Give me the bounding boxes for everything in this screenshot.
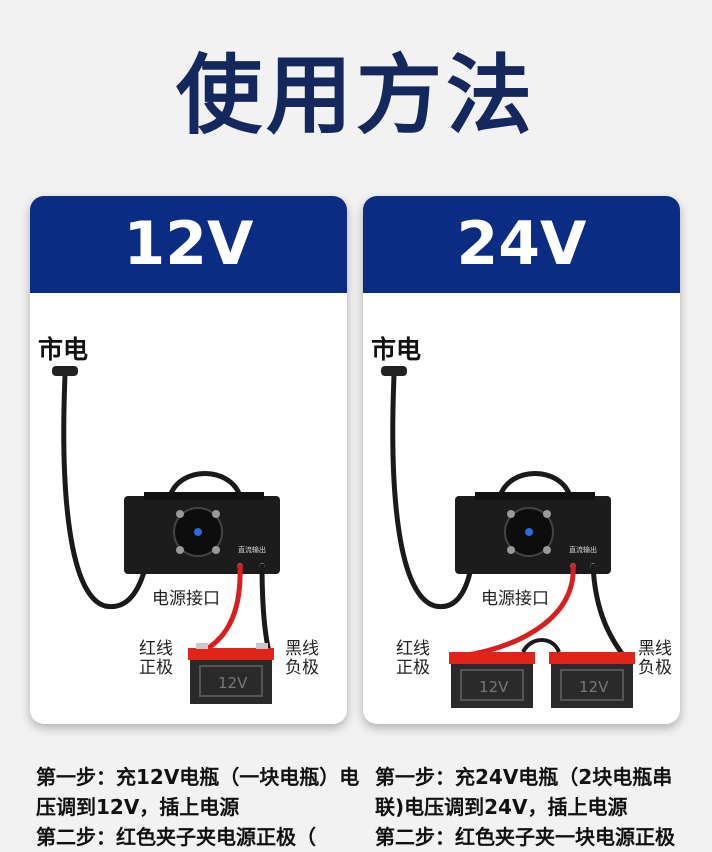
step-1: 第一步：充24V电瓶（2块电瓶串联)电压调到24V，插上电源 bbox=[375, 765, 673, 819]
red-wire bbox=[196, 563, 243, 657]
panel-24v: 24V 市电 直流输出 12V 12V 电源接口 红线正极 黑线负极 bbox=[363, 196, 680, 724]
series-link-cable bbox=[521, 638, 561, 654]
mains-label: 市电 bbox=[38, 335, 89, 364]
red-wire-label: 红线正极 bbox=[139, 639, 173, 678]
plug-icon bbox=[381, 366, 407, 376]
port-label: 电源接口 bbox=[481, 589, 549, 609]
red-wire-label: 红线正极 bbox=[396, 639, 430, 678]
battery-top bbox=[188, 648, 274, 660]
steps-12v: 第一步：充12V电瓶（一块电瓶）电压调到12V，插上电源 第二步：红色夹子夹电源… bbox=[36, 762, 360, 852]
battery-top bbox=[549, 652, 635, 664]
panel-header-12v: 12V bbox=[30, 196, 347, 293]
mains-cable bbox=[390, 375, 476, 610]
battery-marking: 12V bbox=[579, 678, 609, 696]
page-title: 使用方法 bbox=[176, 46, 536, 146]
wiring-diagram-12v: 直流输出 12V bbox=[52, 366, 280, 704]
step-1: 第一步：充12V电瓶（一块电瓶）电压调到12V，插上电源 bbox=[36, 765, 360, 819]
device-output-label: 直流输出 bbox=[569, 545, 597, 554]
device-output-label: 直流输出 bbox=[238, 545, 266, 554]
black-wire-label: 黑线负极 bbox=[285, 639, 319, 678]
panel-12v: 12V 市电 直流输出 12V 电源接口 红线正极 黑线负极 bbox=[30, 196, 347, 724]
mains-cable bbox=[61, 375, 151, 610]
battery-marking: 12V bbox=[479, 678, 509, 696]
battery-top bbox=[449, 652, 535, 664]
wiring-diagram-24v: 直流输出 12V 12V bbox=[381, 366, 635, 708]
battery-marking: 12V bbox=[218, 674, 248, 692]
black-wire bbox=[259, 563, 273, 657]
panel-header-24v: 24V bbox=[363, 196, 680, 293]
black-wire-label: 黑线负极 bbox=[638, 639, 672, 678]
plug-icon bbox=[52, 366, 78, 376]
steps-24v: 第一步：充24V电瓶（2块电瓶串联)电压调到24V，插上电源 第二步：红色夹子夹… bbox=[375, 762, 695, 852]
black-wire bbox=[590, 563, 628, 660]
red-wire bbox=[462, 563, 576, 659]
step-2: 第二步：红色夹子夹一块电源正极 bbox=[375, 825, 675, 849]
port-label: 电源接口 bbox=[152, 589, 220, 609]
step-2: 第二步：红色夹子夹电源正极（ bbox=[36, 825, 316, 849]
mains-label: 市电 bbox=[371, 335, 422, 364]
